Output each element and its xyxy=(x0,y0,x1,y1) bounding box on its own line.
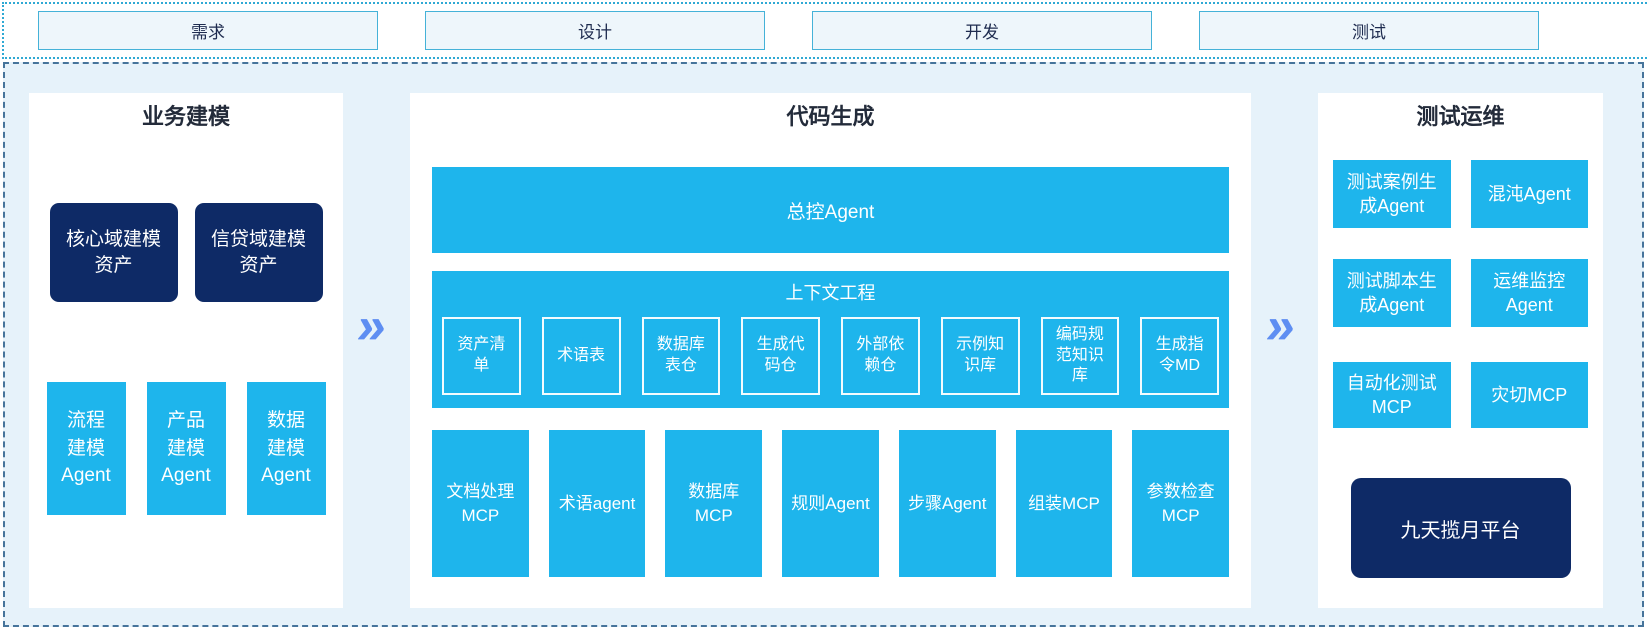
example-knowledge-base-box: 示例知 识库 xyxy=(940,317,1020,395)
box-label: 组装MCP xyxy=(1028,493,1100,513)
box-label: 资产清 单 xyxy=(457,336,506,374)
box-label: 生成指 令MD xyxy=(1155,336,1204,374)
panel-business-modeling: 业务建模 核心域建模 资产 信贷域建模 资产 流程 建模 Agent 产品 建模… xyxy=(29,93,343,608)
step-agent-box: 步骤Agent xyxy=(898,430,996,577)
product-modeling-agent-box: 产品 建模 Agent xyxy=(146,382,226,515)
phase-box-design: 设计 xyxy=(425,11,765,50)
phase-label: 设计 xyxy=(578,23,612,42)
box-label: 数据库 MCP xyxy=(688,481,740,525)
context-engineering-title: 上下文工程 xyxy=(785,283,876,303)
double-chevron-right-icon: » xyxy=(1262,297,1300,355)
box-label: 混沌Agent xyxy=(1487,183,1571,204)
box-label: 规则Agent xyxy=(791,493,870,513)
param-check-mcp-box: 参数检查 MCP xyxy=(1132,430,1230,577)
box-label: 示例知 识库 xyxy=(956,336,1005,374)
box-label: 术语agent xyxy=(558,493,636,513)
data-modeling-agent-box: 数据 建模 Agent xyxy=(246,382,326,515)
box-label: 灾切MCP xyxy=(1491,384,1568,405)
doc-processing-mcp-box: 文档处理 MCP xyxy=(432,430,529,577)
box-label: 流程 建模 Agent xyxy=(61,410,111,487)
phase-box-requirements: 需求 xyxy=(38,11,378,50)
ops-monitoring-agent-box: 运维监控 Agent xyxy=(1470,259,1588,327)
box-label: 生成代 码仓 xyxy=(756,336,805,374)
assembly-mcp-box: 组装MCP xyxy=(1015,430,1113,577)
box-label: 术语表 xyxy=(557,346,606,364)
test-ops-row-1: 测试案例生 成Agent 混沌Agent xyxy=(1333,160,1588,228)
modeling-asset-row: 核心域建模 资产 信贷域建模 资产 xyxy=(29,203,343,302)
panel-title: 测试运维 xyxy=(1416,104,1505,129)
disaster-switch-mcp-box: 灾切MCP xyxy=(1470,362,1588,428)
box-label: 总控Agent xyxy=(786,201,875,223)
box-label: 九天揽月平台 xyxy=(1400,519,1521,542)
chaos-agent-box: 混沌Agent xyxy=(1470,160,1588,228)
modeling-agent-row: 流程 建模 Agent 产品 建模 Agent 数据 建模 Agent xyxy=(29,382,343,515)
coding-standard-kb-box: 编码规 范知识 库 xyxy=(1040,317,1120,395)
rule-agent-box: 规则Agent xyxy=(782,430,879,577)
jiutian-lanyue-platform-box: 九天揽月平台 xyxy=(1350,478,1571,578)
db-table-repo-box: 数据库 表仓 xyxy=(641,317,721,395)
phase-label: 测试 xyxy=(1352,23,1386,42)
box-label: 数据库 表仓 xyxy=(656,336,705,374)
phase-box-development: 开发 xyxy=(812,11,1152,50)
code-generation-bottom-row: 文档处理 MCP 术语agent 数据库 MCP 规则Agent 步骤Agent… xyxy=(432,430,1230,577)
database-mcp-box: 数据库 MCP xyxy=(665,430,763,577)
panel-title: 业务建模 xyxy=(141,104,230,129)
phase-label: 需求 xyxy=(191,23,225,42)
asset-list-box: 资产清 单 xyxy=(442,317,521,395)
test-script-gen-agent-box: 测试脚本生 成Agent xyxy=(1333,259,1451,327)
automated-test-mcp-box: 自动化测试 MCP xyxy=(1333,362,1451,428)
context-engineering-box: 上下文工程 资产清 单 术语表 数据库 表仓 生成代 码仓 外部依 赖仓 xyxy=(432,271,1229,408)
box-label: 参数检查 MCP xyxy=(1146,481,1215,525)
box-label: 测试脚本生 成Agent xyxy=(1346,270,1437,315)
double-chevron-right-icon: » xyxy=(353,297,391,355)
test-case-gen-agent-box: 测试案例生 成Agent xyxy=(1333,160,1451,228)
test-ops-row-2: 测试脚本生 成Agent 运维监控 Agent xyxy=(1333,259,1588,327)
context-engineering-row: 资产清 单 术语表 数据库 表仓 生成代 码仓 外部依 赖仓 示例知 识库 xyxy=(442,317,1219,395)
phase-box-testing: 测试 xyxy=(1199,11,1539,50)
master-agent-bar: 总控Agent xyxy=(432,167,1229,253)
box-label: 编码规 范知识 库 xyxy=(1055,325,1104,385)
box-label: 文档处理 MCP xyxy=(446,481,515,525)
core-domain-asset-box: 核心域建模 资产 xyxy=(49,203,178,302)
phase-strip: 需求 设计 开发 测试 xyxy=(2,2,1647,59)
generate-instruction-md-box: 生成指 令MD xyxy=(1140,317,1219,395)
box-label: 数据 建模 Agent xyxy=(261,410,311,487)
process-modeling-agent-box: 流程 建模 Agent xyxy=(46,382,126,515)
box-label: 自动化测试 MCP xyxy=(1346,372,1437,417)
box-label: 产品 建模 Agent xyxy=(161,410,211,487)
glossary-box: 术语表 xyxy=(541,317,621,395)
panel-code-generation: 代码生成 总控Agent 上下文工程 资产清 单 术语表 数据库 表仓 生成代 … xyxy=(410,93,1251,608)
external-deps-repo-box: 外部依 赖仓 xyxy=(841,317,920,395)
box-label: 外部依 赖仓 xyxy=(856,336,905,374)
generated-code-repo-box: 生成代 码仓 xyxy=(741,317,820,395)
panel-title: 代码生成 xyxy=(786,104,875,129)
terminology-agent-box: 术语agent xyxy=(548,430,646,577)
box-label: 步骤Agent xyxy=(908,493,987,513)
phase-label: 开发 xyxy=(965,23,999,42)
credit-domain-asset-box: 信贷域建模 资产 xyxy=(194,203,323,302)
test-ops-row-3: 自动化测试 MCP 灾切MCP xyxy=(1333,362,1588,428)
box-label: 测试案例生 成Agent xyxy=(1346,171,1437,216)
box-label: 核心域建模 资产 xyxy=(65,228,161,276)
box-label: 信贷域建模 资产 xyxy=(210,228,306,276)
box-label: 运维监控 Agent xyxy=(1493,270,1566,315)
panel-test-ops: 测试运维 测试案例生 成Agent 混沌Agent 测试脚本生 成Agent 运… xyxy=(1318,93,1603,608)
